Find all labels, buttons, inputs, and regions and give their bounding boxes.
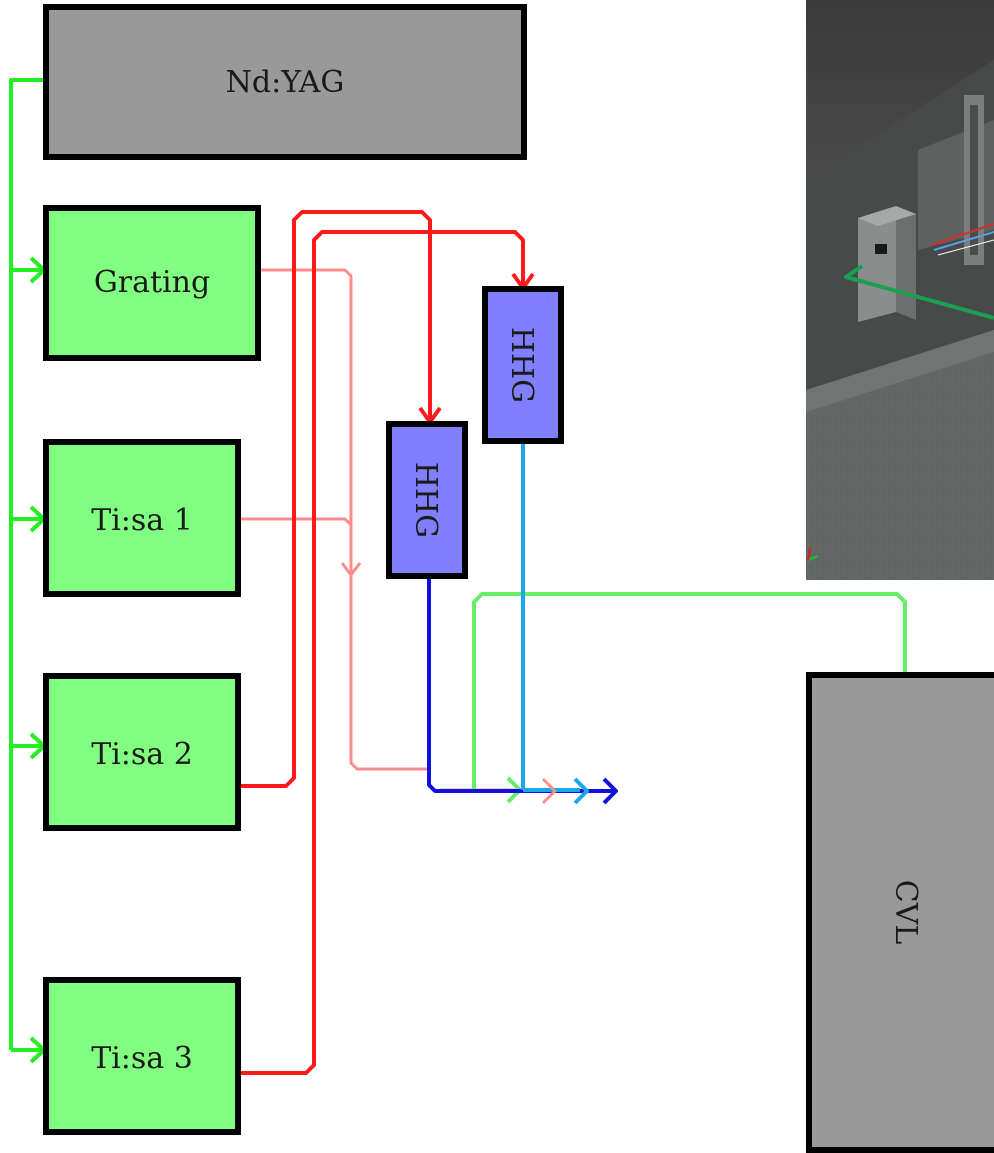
hhg-left-label: HHG xyxy=(408,462,443,538)
cvl-label: CVL xyxy=(888,880,923,945)
ndyag-label: Nd:YAG xyxy=(226,65,345,100)
tisa3-label: Ti:sa 3 xyxy=(91,1041,193,1076)
tisa1-label: Ti:sa 1 xyxy=(91,503,193,538)
hhg-right-node: HHG xyxy=(485,289,561,441)
grating-node: Grating xyxy=(46,208,258,358)
tisa1-node: Ti:sa 1 xyxy=(46,442,238,594)
hhg-right-label: HHG xyxy=(504,327,539,403)
lab-render-image xyxy=(806,0,994,580)
cvl-node: CVL xyxy=(809,675,994,1150)
tisa3-node: Ti:sa 3 xyxy=(46,980,238,1132)
tisa2-label: Ti:sa 2 xyxy=(91,737,193,772)
ndyag-node: Nd:YAG xyxy=(46,7,524,157)
pump-lines xyxy=(11,80,46,1062)
hhg-left-node: HHG xyxy=(389,424,465,576)
tisa2-node: Ti:sa 2 xyxy=(46,676,238,828)
grating-label: Grating xyxy=(94,265,210,300)
